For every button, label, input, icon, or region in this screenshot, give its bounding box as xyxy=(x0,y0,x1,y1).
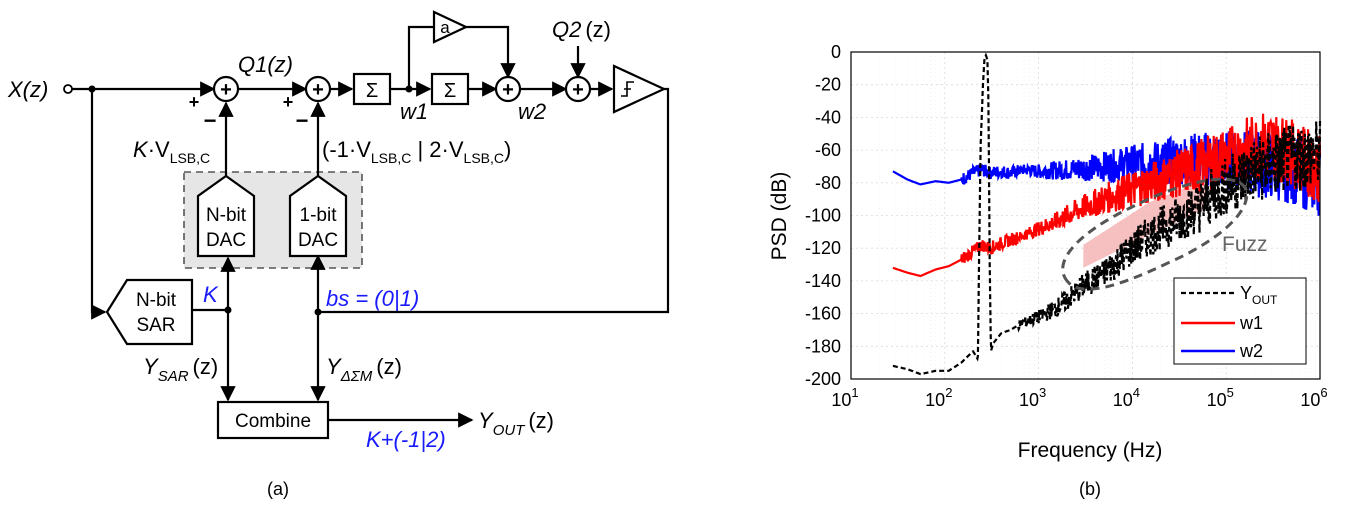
series-line-w1 xyxy=(892,113,1322,278)
kplus-label: K+(-1|2) xyxy=(366,427,446,452)
series-layer xyxy=(892,52,1322,376)
summer-1-minus: − xyxy=(204,108,217,133)
input-terminal xyxy=(63,84,73,94)
y-tick-label: -160 xyxy=(805,304,841,324)
fuzz-ellipse xyxy=(1061,177,1249,291)
k-vlsb-label: K·VLSB,C xyxy=(133,137,210,166)
x-axis-title: Frequency (Hz) xyxy=(1018,439,1163,462)
summer-2-minus: − xyxy=(296,108,309,133)
q1-label: Q1(z) xyxy=(238,52,293,77)
svg-text:+: + xyxy=(572,79,584,101)
one-bit-dac-line1: 1-bit xyxy=(300,205,338,226)
integrator-2 xyxy=(430,72,470,106)
psd-chart: 0 -20 -40 -60 -80 -100 -120 -140 -160 -180 -200101… xyxy=(768,42,1328,499)
svg-text:+: + xyxy=(502,79,514,101)
dac2-feedback-label: (-1·VLSB,C | 2·VLSB,C) xyxy=(322,137,511,166)
n-bit-dac xyxy=(196,174,256,258)
y-tick-label: -140 xyxy=(805,271,841,291)
y-tick-label: -20 xyxy=(815,75,841,95)
legend-label-w2: w2 xyxy=(1239,341,1263,361)
x-tick-label: 102 xyxy=(925,385,952,410)
fuzz-label: Fuzz xyxy=(1222,233,1268,256)
legend-box xyxy=(1173,277,1307,365)
y-tick-label: -60 xyxy=(815,140,841,160)
svg-text:Combine: Combine xyxy=(235,411,311,432)
svg-text:Σ: Σ xyxy=(444,80,456,102)
y-axis-title: PSD (dB) xyxy=(768,172,791,261)
yout-label: YOUT(z) xyxy=(478,408,554,439)
tick-labels: 0 -20 -40 -60 -80 -100 -120 -140 -160 -180 -200101… xyxy=(805,42,1328,410)
plot-frame xyxy=(850,51,1321,380)
x-tick-label: 105 xyxy=(1207,385,1234,410)
n-bit-dac-line1: N-bit xyxy=(206,205,247,226)
x-tick-label: 103 xyxy=(1019,385,1046,410)
quantizer-step-icon xyxy=(621,81,634,97)
ysar-label: YSAR(z) xyxy=(143,354,218,385)
w1-label: w1 xyxy=(400,99,428,124)
caption-b: (b) xyxy=(1079,479,1101,499)
n-bit-sar xyxy=(105,278,194,346)
x-tick-label: 106 xyxy=(1300,385,1327,410)
y-tick-label: -180 xyxy=(805,336,841,356)
svg-text:+: + xyxy=(312,79,324,101)
one-bit-dac-line2: DAC xyxy=(298,230,338,251)
y-tick-label: -100 xyxy=(805,206,841,226)
bs-label: bs = (0|1) xyxy=(326,286,419,311)
sar-line2: SAR xyxy=(136,315,175,336)
y-tick-label: 0 xyxy=(831,42,841,62)
q2-label: Q2(z) xyxy=(552,17,611,42)
sar-line1: N-bit xyxy=(136,290,177,311)
w2-label: w2 xyxy=(518,99,546,124)
input-label: X(z) xyxy=(7,77,48,102)
one-bit-dac xyxy=(288,174,348,258)
legend-label-w1: w1 xyxy=(1239,313,1263,333)
k-label: K xyxy=(203,282,219,307)
y-tick-label: -120 xyxy=(805,238,841,258)
legend: YOUT w1 w2 xyxy=(1173,277,1307,365)
summer-1-plus: + xyxy=(189,92,200,112)
quantizer xyxy=(612,64,667,114)
series-line-y-out xyxy=(892,52,1322,376)
x-tick-label: 104 xyxy=(1113,385,1140,410)
caption-a: (a) xyxy=(267,479,289,499)
block-diagram: X(z) + + − Q1(z) + + − Σ w1 a Σ xyxy=(7,10,670,499)
y-tick-label: -40 xyxy=(815,107,841,127)
y-tick-label: -80 xyxy=(815,173,841,193)
svg-text:a: a xyxy=(440,18,450,37)
n-bit-dac-line2: DAC xyxy=(206,230,246,251)
svg-text:+: + xyxy=(220,79,232,101)
x-tick-label: 101 xyxy=(831,385,858,410)
summer-2-plus: + xyxy=(283,92,294,112)
svg-text:Σ: Σ xyxy=(366,80,378,102)
y-tick-label: -200 xyxy=(805,369,841,389)
combine-block xyxy=(216,400,330,440)
legend-label-yout: YOUT xyxy=(1240,283,1278,307)
ydsm-label: YΔΣM(z) xyxy=(326,354,402,385)
gain-a xyxy=(432,10,469,44)
